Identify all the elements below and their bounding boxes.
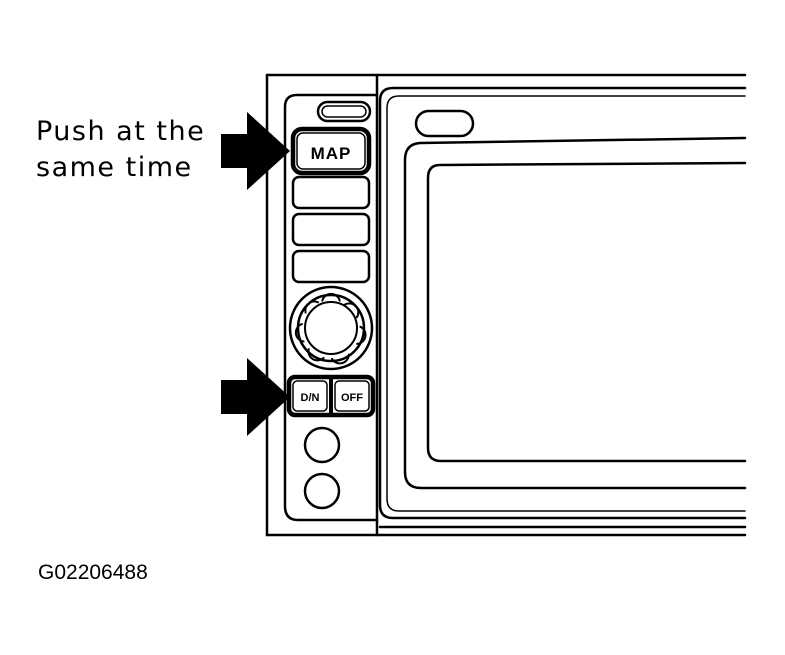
arrow-to-map-icon <box>221 112 290 190</box>
round-button-1[interactable] <box>303 426 341 464</box>
display-screen <box>426 161 747 463</box>
display-frame <box>378 86 747 529</box>
dn-off-button-group <box>286 374 376 418</box>
blank-button-3[interactable] <box>291 249 371 284</box>
dn-button-label: D/N <box>301 392 320 404</box>
off-button-label: OFF <box>341 392 363 404</box>
display-slot[interactable] <box>414 109 475 138</box>
round-button-2[interactable] <box>303 472 341 510</box>
dn-button[interactable] <box>292 380 328 412</box>
control-panel-bezel <box>283 93 379 522</box>
map-button-label: MAP <box>311 144 352 163</box>
figure-id: G02206488 <box>38 561 148 584</box>
blank-button-1[interactable] <box>291 175 371 210</box>
unit-housing <box>265 73 747 537</box>
instruction-line-2: same time <box>36 152 193 183</box>
map-button[interactable] <box>290 126 372 176</box>
eject-slot-inner <box>321 105 367 118</box>
instruction-text: Push at the same time <box>36 114 226 186</box>
arrow-to-dn-icon <box>221 358 290 436</box>
off-button[interactable] <box>334 380 370 412</box>
joystick-dial[interactable] <box>288 285 374 371</box>
blank-button-2[interactable] <box>291 212 371 247</box>
eject-slot[interactable] <box>316 100 372 123</box>
instruction-line-1: Push at the <box>36 116 206 147</box>
